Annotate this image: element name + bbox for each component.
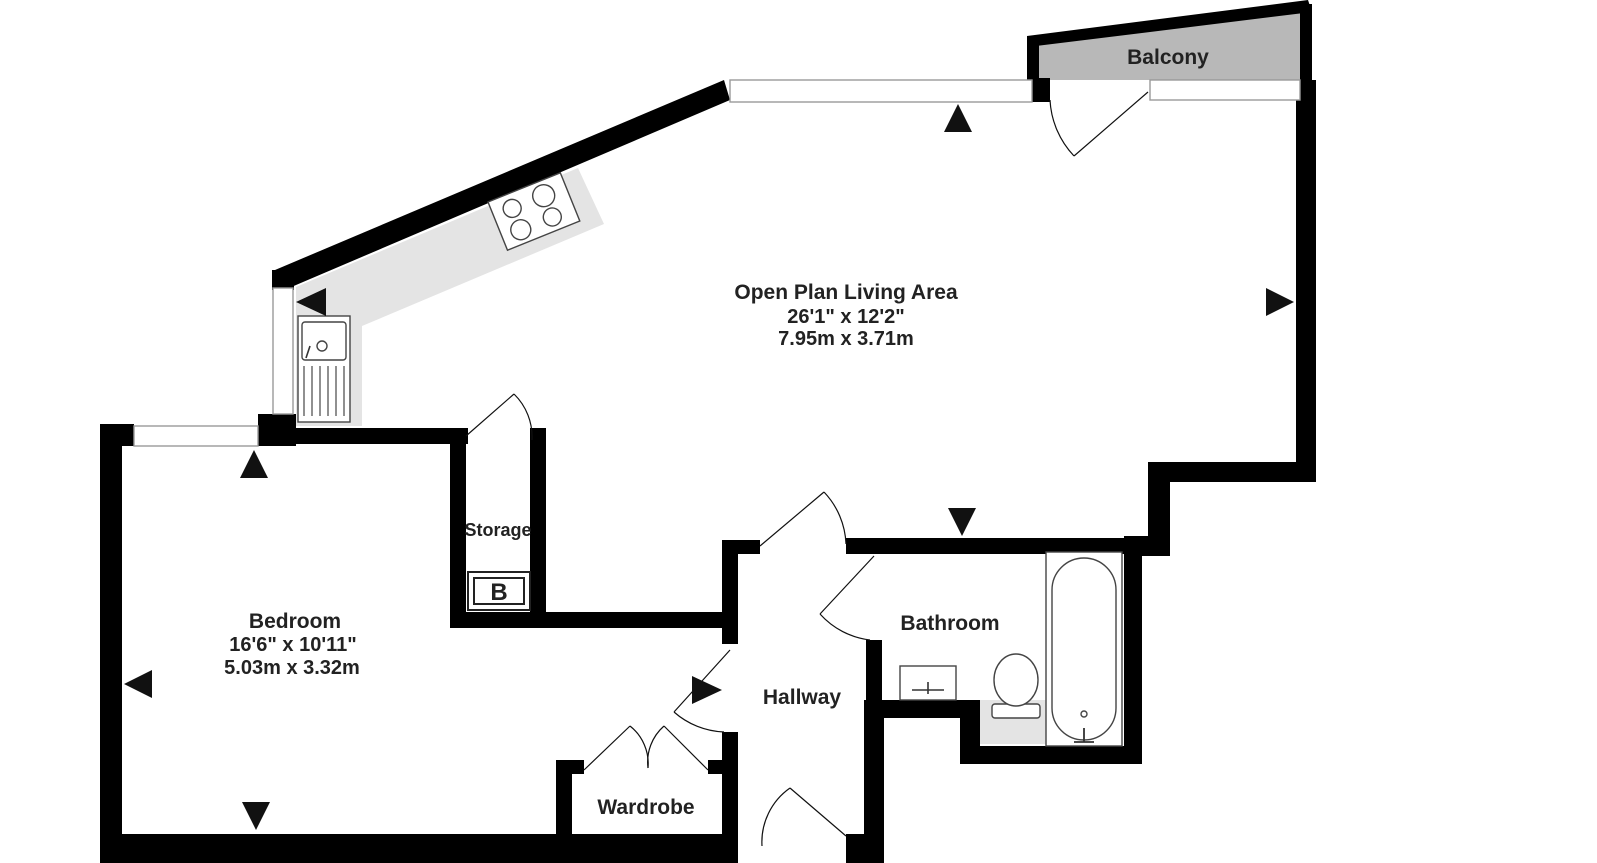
- arrow-left-icon: [124, 670, 152, 698]
- door-swing-icon: [465, 393, 533, 441]
- boiler-label: B: [490, 579, 507, 606]
- door-swing-icon: [1049, 91, 1149, 157]
- windows: [133, 79, 1301, 447]
- living-room-dim-imperial: 26'1" x 12'2": [787, 306, 904, 328]
- wall-wardrobe-left: [556, 760, 572, 860]
- wall-bath-left-upper: [866, 640, 882, 702]
- door-swing-icon: [819, 555, 875, 641]
- balcony-area: [1036, 8, 1304, 80]
- wall-balcony-left: [1027, 36, 1039, 86]
- toilet-icon: [991, 653, 1041, 719]
- arrow-right-icon: [1266, 288, 1294, 316]
- living-room-dim-metric: 7.95m x 3.71m: [778, 328, 914, 350]
- boiler-icon: [467, 571, 531, 611]
- wall-balcony-post: [1030, 78, 1050, 102]
- bedroom-dim-metric: 5.03m x 3.32m: [224, 657, 360, 679]
- window-balcony: [1149, 79, 1301, 101]
- storage-name: Storage: [464, 520, 531, 540]
- bedroom-dim-imperial: 16'6" x 10'11": [229, 634, 356, 656]
- balcony-name: Balcony: [1127, 46, 1209, 69]
- basin-icon: [899, 665, 957, 701]
- wall-diagonal: [275, 80, 730, 288]
- wardrobe-name: Wardrobe: [597, 796, 694, 819]
- bathroom-name: Bathroom: [900, 612, 999, 635]
- wall-balcony-top: [1027, 0, 1312, 46]
- arrow-right-icon: [692, 676, 722, 704]
- hob-icon: [487, 171, 581, 252]
- arrow-left-icon: [296, 288, 326, 316]
- bedroom-name: Bedroom: [249, 610, 341, 633]
- door-swing-icon: [759, 491, 847, 547]
- wall-living-right: [1296, 80, 1316, 482]
- wall-living-left: [272, 270, 294, 290]
- arrow-down-icon: [948, 508, 976, 536]
- wall-bedroom-bottom: [100, 834, 738, 863]
- window-bedroom: [133, 425, 259, 447]
- living-room-name: Open Plan Living Area: [734, 281, 958, 304]
- door-swing-icon: [583, 725, 709, 771]
- wall-hall-bottom-r: [846, 834, 884, 863]
- wall-storage-left: [450, 428, 466, 628]
- wall-bath-right: [1124, 548, 1142, 764]
- wall-bedroom-top: [278, 428, 468, 444]
- wall-bath-notch-h: [866, 700, 980, 718]
- door-swing-icon: [761, 787, 847, 847]
- wall-living-bottom: [846, 538, 1146, 554]
- wall-step-v: [1148, 462, 1170, 556]
- wall-bath-bottom: [960, 746, 1142, 764]
- wall-bedroom-top-left: [100, 424, 134, 446]
- wall-storage-bottom: [450, 612, 738, 628]
- wall-bedroom-left: [100, 424, 122, 863]
- hallway-name: Hallway: [763, 686, 842, 709]
- bathtub-icon: [1045, 551, 1123, 747]
- wall-wardrobe-left-top: [556, 760, 584, 774]
- window-living-top: [729, 79, 1033, 103]
- window-kitchen: [272, 287, 294, 415]
- wall-hall-right-lower: [864, 700, 884, 863]
- wall-balcony-right: [1300, 4, 1312, 84]
- wall-wardrobe-right-top: [708, 760, 738, 774]
- wall-storage-right: [530, 428, 546, 618]
- arrow-down-icon: [242, 802, 270, 830]
- sink-icon: [297, 315, 351, 423]
- arrow-up-icon: [944, 104, 972, 132]
- wall-step-h: [1148, 462, 1316, 482]
- walls: [100, 0, 1316, 863]
- wall-hall-left-v: [722, 540, 738, 644]
- arrow-up-icon: [240, 450, 268, 478]
